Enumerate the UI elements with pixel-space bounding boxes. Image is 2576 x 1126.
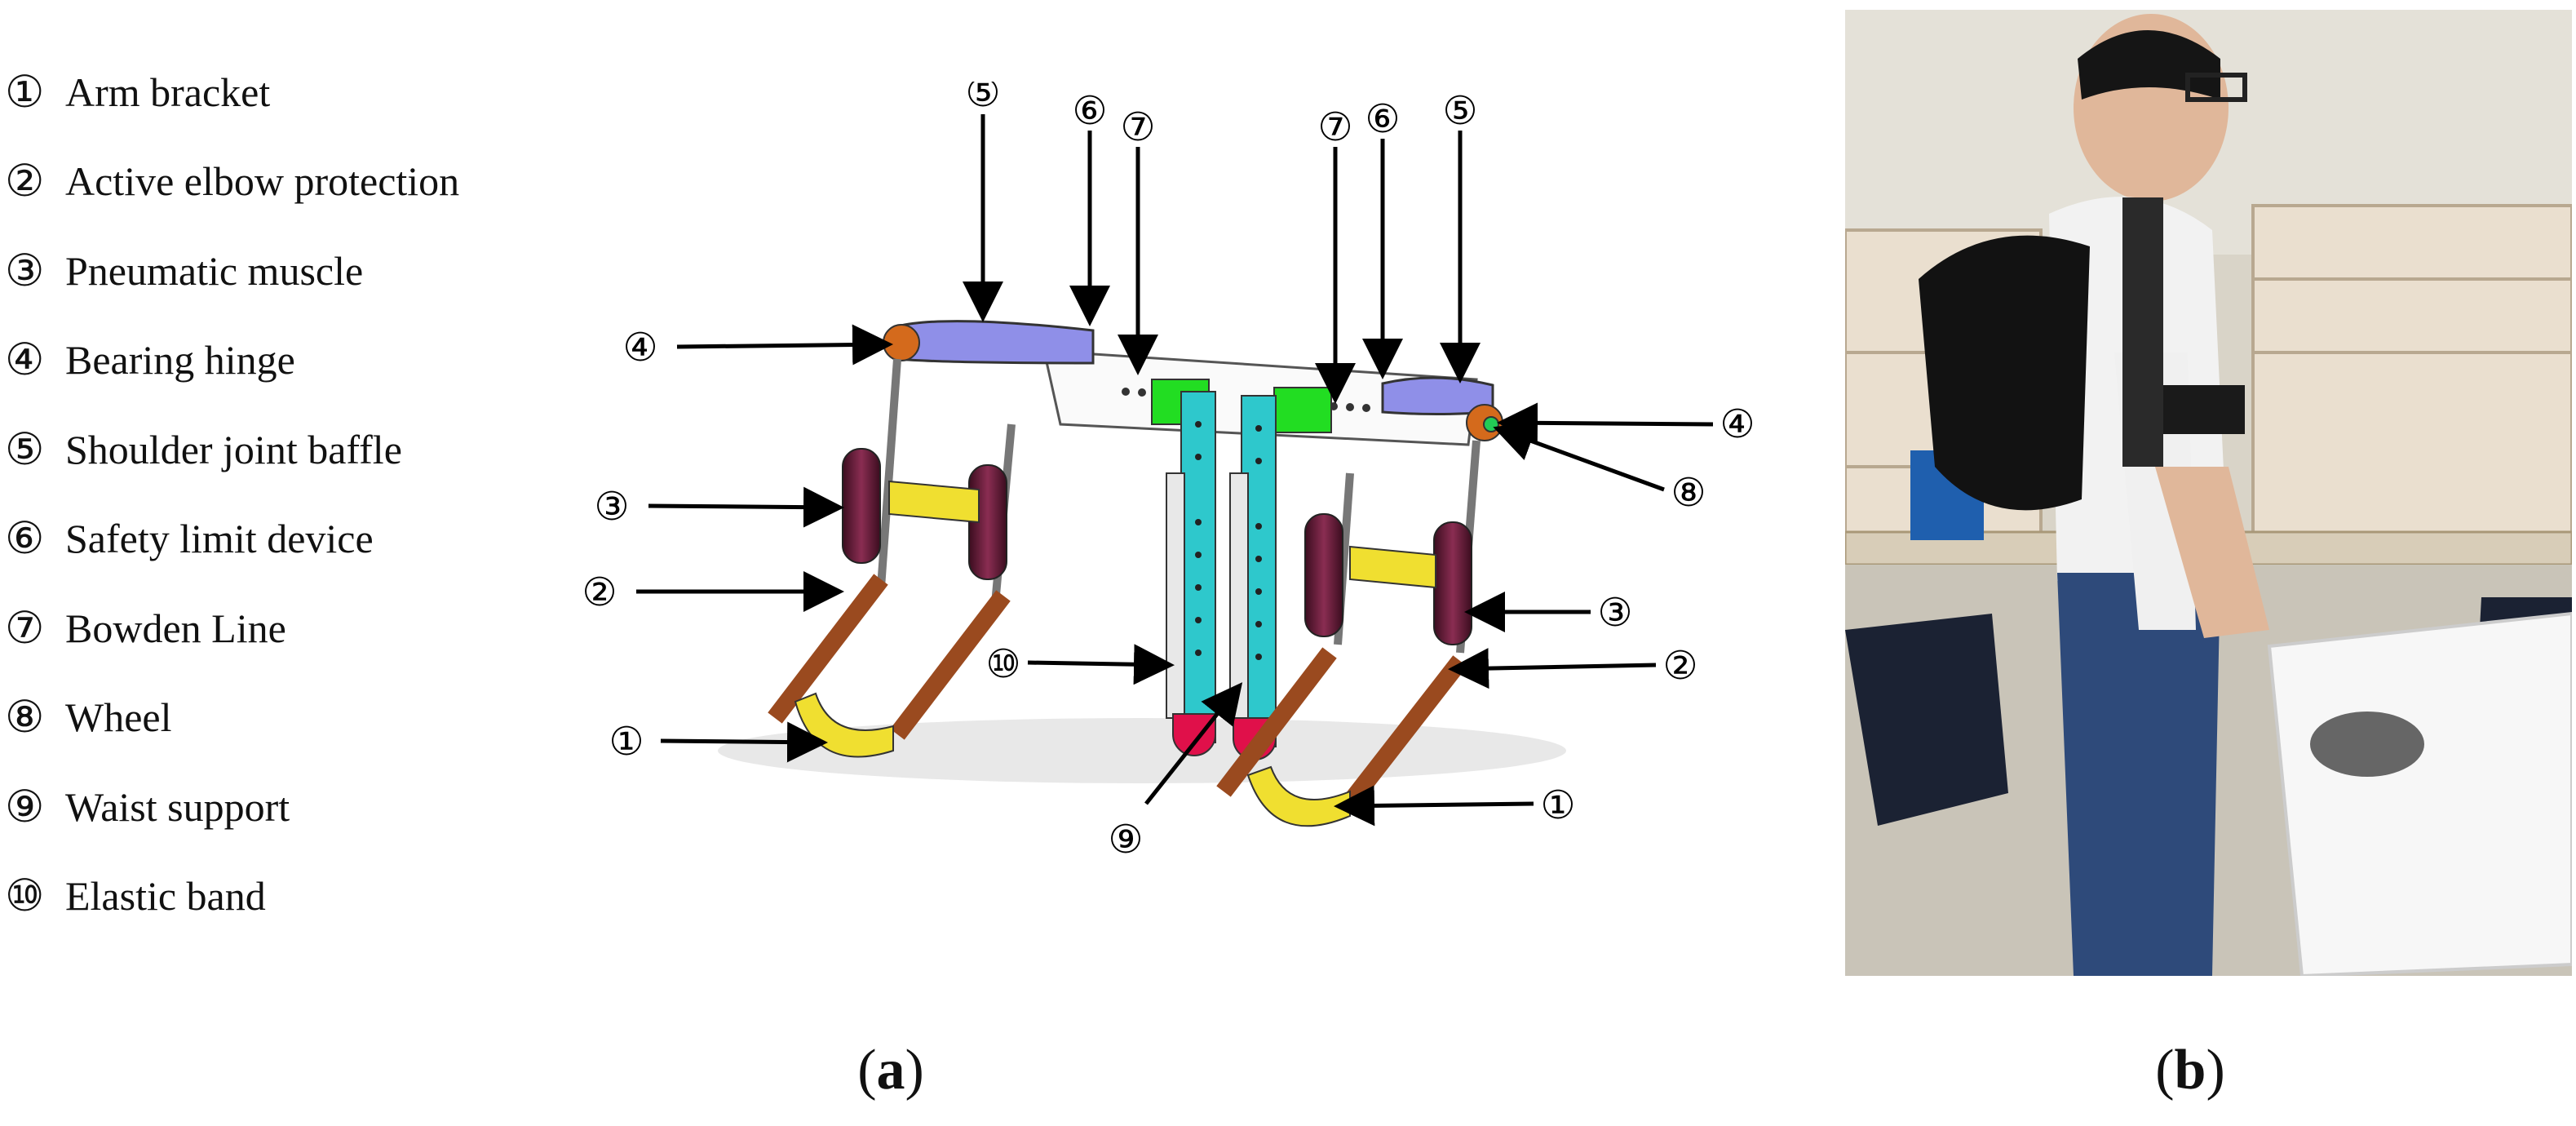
legend-item: ⑥ Safety limit device [5,494,576,584]
legend-number: ⑧ [5,691,45,743]
right-arm-assembly [1216,440,1481,827]
weight-plate [2310,712,2424,777]
callout-3: ③ [1597,590,1632,636]
legend-label: Bowden Line [65,605,286,651]
elastic-band-left [1172,713,1216,756]
bowden-connector-right [1273,387,1332,433]
legend-item: ⑧ Wheel [5,673,576,763]
storage-box [2267,611,2572,976]
legend-label: Bearing hinge [65,337,295,383]
strap-guide-left [1166,472,1185,719]
legend-number: ① [5,65,45,117]
legend-number: ⑥ [5,512,45,565]
ground-shadow [718,718,1566,783]
shoulder-baffle-left [896,320,1095,365]
callout-1: ① [609,719,644,765]
legend-item: ⑨ Waist support [5,762,576,852]
callout-3: ③ [594,484,629,530]
legend-number: ⑨ [5,780,45,832]
callout-4: ④ [622,325,657,370]
exoskeleton-cad-diagram: ⑤ ⑥ ⑦ ⑦ ⑥ ⑤ ④ ④ ⑧ ③ ③ ② ② ⑩ ① ① ⑨ [582,82,1755,862]
wheel [1483,416,1499,432]
callout-2: ② [582,570,617,615]
callout-7: ⑦ [1120,104,1155,150]
legend-item: ⑤ Shoulder joint baffle [5,405,576,494]
legend-item: ⑦ Bowden Line [5,583,576,673]
callout-arrows [636,114,1714,827]
legend-number: ⑩ [5,870,45,922]
callout-5: ⑤ [965,82,1000,116]
legend-item: ④ Bearing hinge [5,316,576,406]
legend-number: ⑦ [5,601,45,654]
wearer-photo [1845,10,2572,976]
legend-number: ④ [5,334,45,386]
strap-guide-right [1229,472,1249,719]
callout-8: ⑧ [1671,470,1706,516]
legend-label: Waist support [65,783,290,830]
callout-4: ④ [1720,401,1755,447]
legend-label: Wheel [65,694,172,741]
callout-6: ⑥ [1365,96,1400,142]
beam-holes [1122,388,1370,412]
legend-label: Safety limit device [65,516,374,562]
legend-item: ③ Pneumatic muscle [5,226,576,316]
office-chair [1845,614,2008,826]
callout-5: ⑤ [1442,88,1477,134]
waist-strap-left [1180,391,1216,743]
callout-1: ① [1540,782,1575,828]
component-legend: ① Arm bracket ② Active elbow protection ③ Pne… [5,47,576,941]
legend-label: Pneumatic muscle [65,247,364,294]
legend-label: Shoulder joint baffle [65,426,402,472]
callout-10: ⑩ [985,641,1020,687]
callout-9: ⑨ [1108,817,1143,862]
callout-2: ② [1662,643,1697,689]
strap-holes [1195,421,1262,660]
legend-label: Arm bracket [65,69,271,115]
legend-number: ③ [5,244,45,296]
legend-item: ② Active elbow protection [5,137,576,227]
legend-item: ① Arm bracket [5,47,576,137]
wearer [1919,14,2269,976]
caption-a: (a) [857,1039,924,1102]
legend-item: ⑩ Elastic band [5,852,576,942]
legend-label: Active elbow protection [65,158,460,205]
callout-6: ⑥ [1072,88,1107,134]
legend-number: ⑤ [5,423,45,475]
legend-label: Elastic band [65,873,266,920]
left-arm-assembly [768,358,1016,758]
callout-7: ⑦ [1317,104,1352,150]
caption-b: (b) [2155,1039,2225,1102]
legend-number: ② [5,155,45,207]
